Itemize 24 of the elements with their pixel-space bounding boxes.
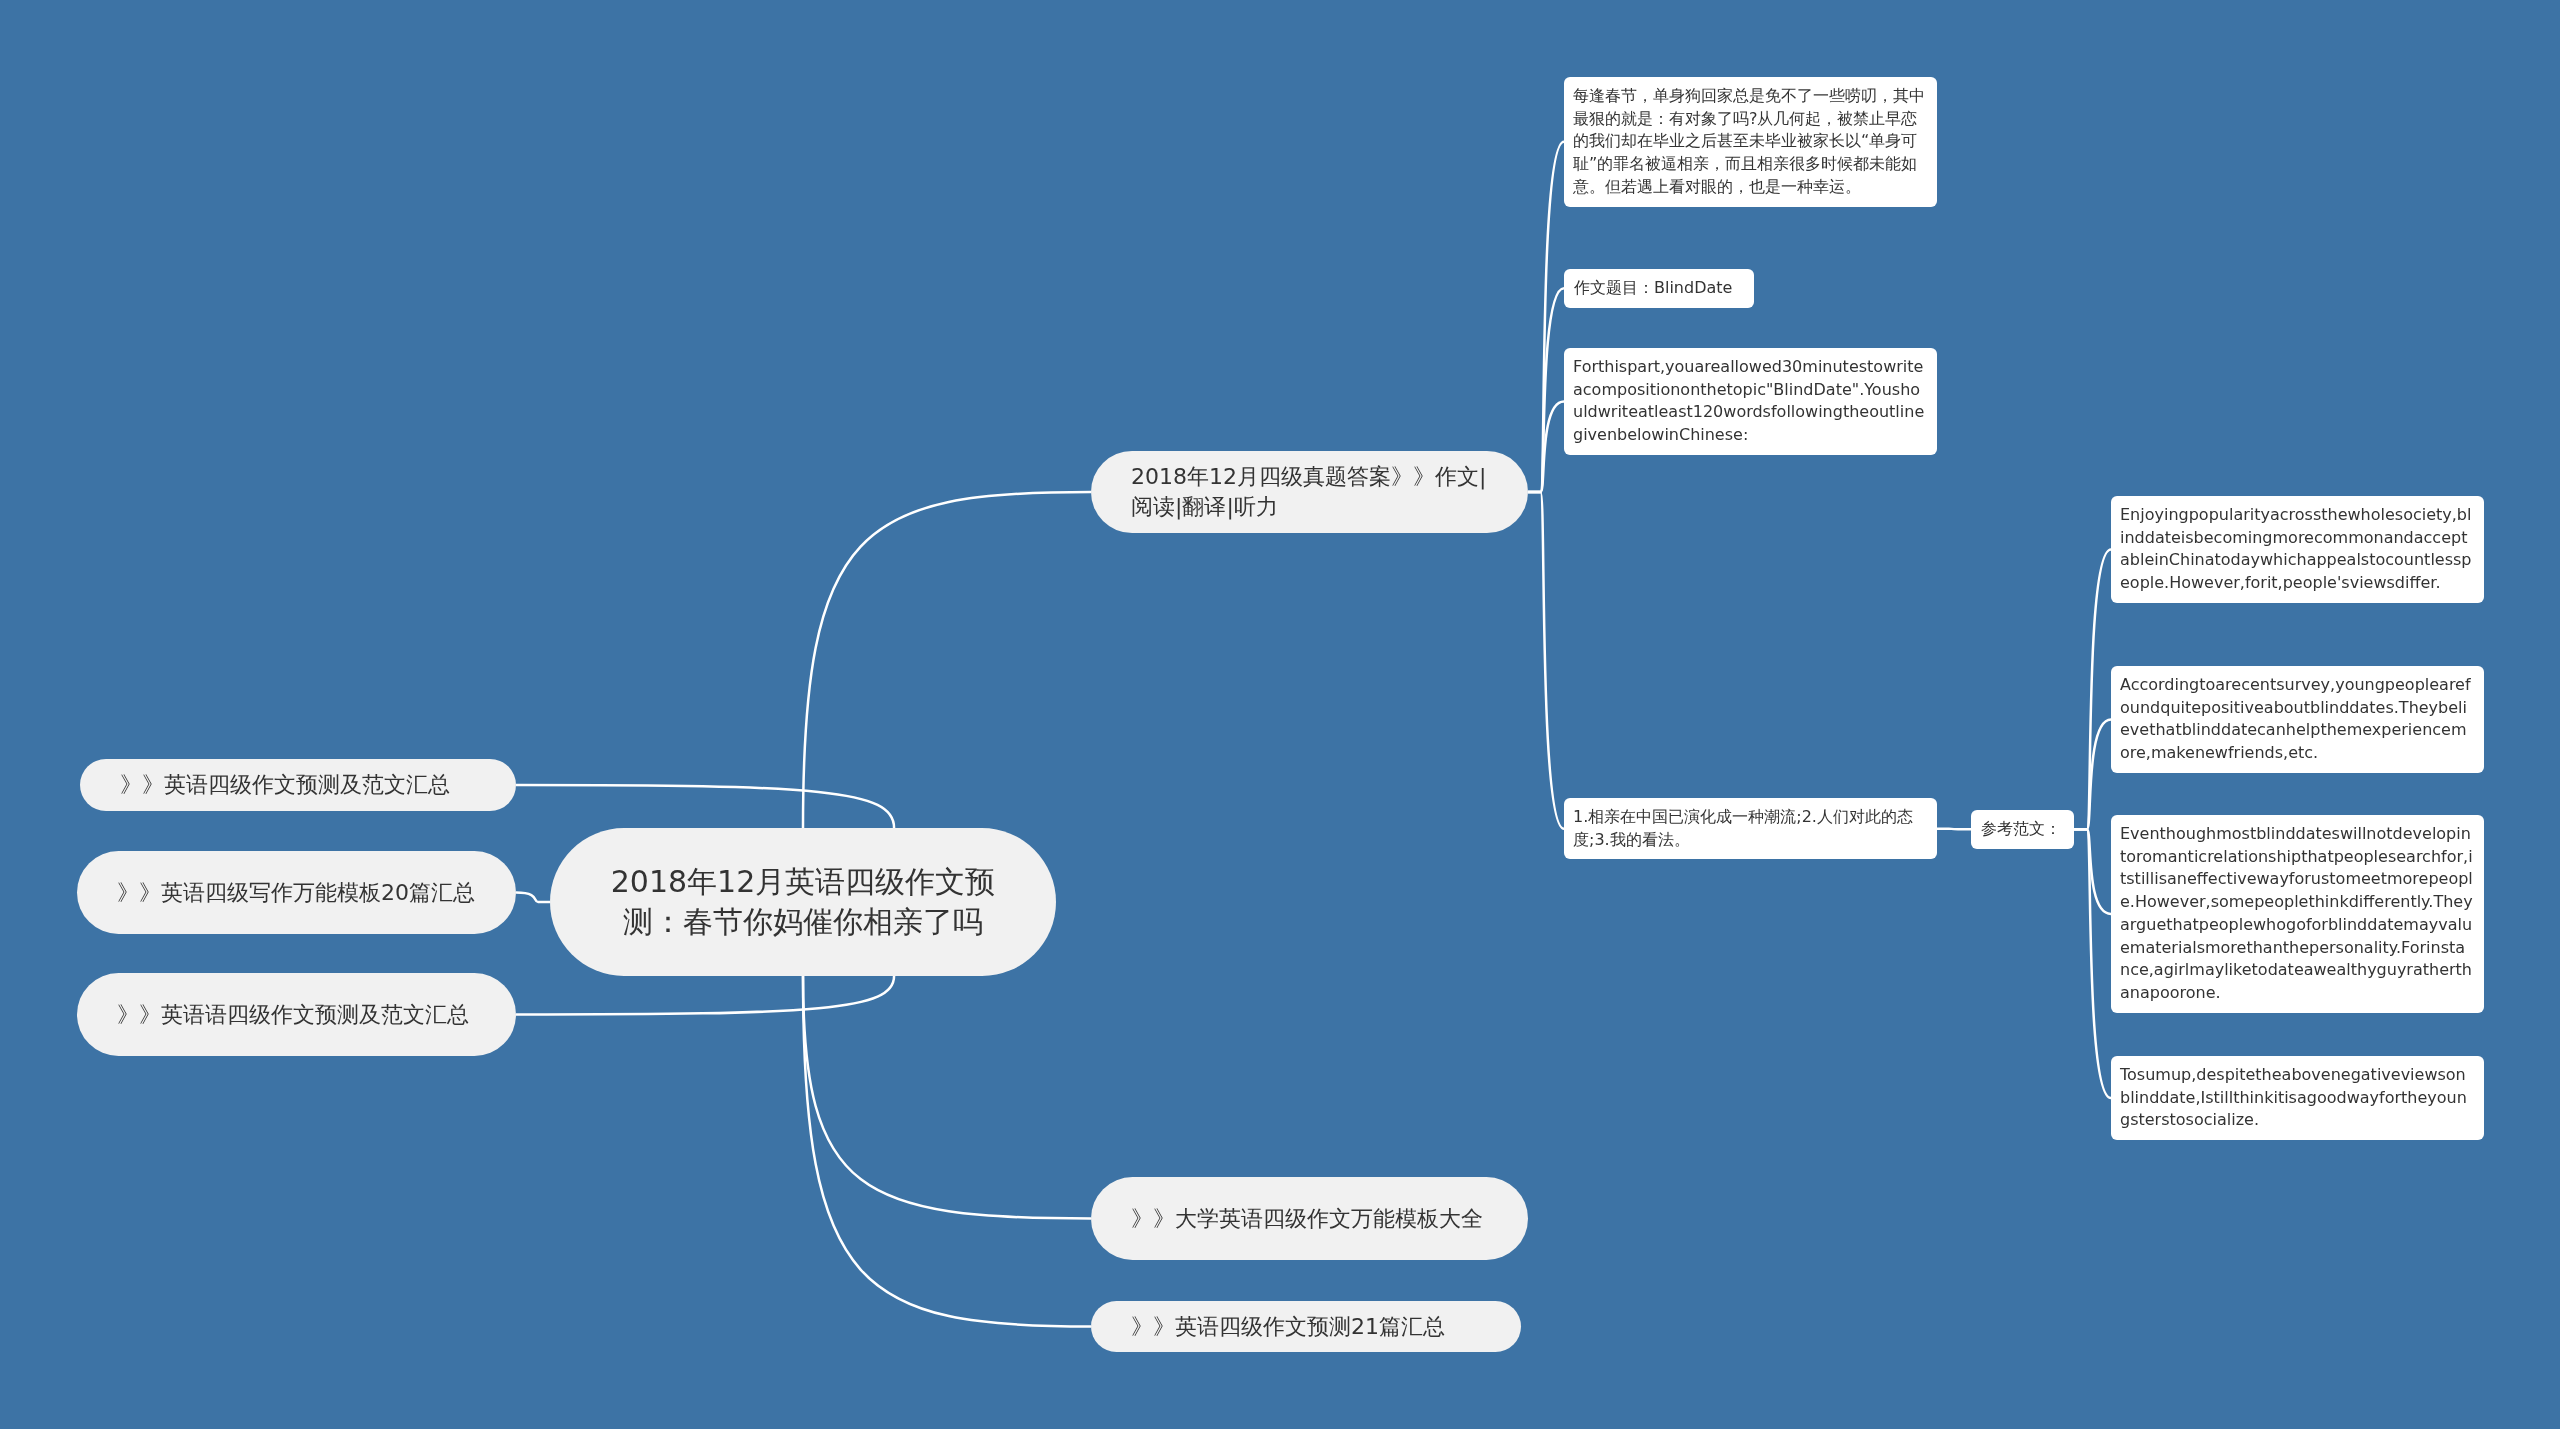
- connector-line: [1937, 827, 1971, 831]
- topic-pill: 》》英语四级写作万能模板20篇汇总: [77, 851, 516, 934]
- text-card: Tosumup,despitetheabovenegativeviewsonblinddate,Istillthinkitisagoodwayfortheyoungsterstosocialize.: [2111, 1056, 2484, 1141]
- connector-line: [801, 975, 1091, 1328]
- label-card: 参考范文：: [1971, 810, 2074, 849]
- text-card: 每逢春节，单身狗回家总是免不了一些唠叨，其中最狠的就是：有对象了吗?从几何起，被禁止早恋的我们却在毕业之后甚至未毕业被家长以“单身可耻”的罪名被逼相亲，而且相亲很多时候都未能如意。但若遇上看对眼的，也是一种幸运。: [1564, 77, 1937, 207]
- text-card: 1.相亲在中国已演化成一种潮流;2.人们对此的态度;3.我的看法。: [1564, 798, 1937, 860]
- connector-line: [516, 783, 896, 829]
- topic-pill: 》》英语四级作文预测21篇汇总: [1091, 1301, 1521, 1352]
- connector-line: [1528, 490, 1565, 830]
- text-card: Forthispart,youareallowed30minutestowriteacompositiononthetopic"BlindDate".Youshouldwriteatleast120wordsfollowingtheoutlinegivenbelowinChinese:: [1564, 348, 1937, 455]
- topic-pill: 》》英语语四级作文预测及范文汇总: [77, 973, 516, 1056]
- text-card: Eventhoughmostblinddateswillnotdevelopintoromanticrelationshipthatpeoplesearchfor,itstillisaneffectivewayforustomeetmorepeople.However,somepeoplethinkdifferently.Theyarguethatpeoplewhogoforblinddatemayvaluematerialsmorethanthepersonality.Forinstance,agirlmayliketodateawealthyguyratherthanapoorone.: [2111, 815, 2484, 1013]
- topic-pill: 2018年12月四级真题答案》》作文|阅读|翻译|听力: [1091, 451, 1528, 533]
- central-topic-node: 2018年12月英语四级作文预测：春节你妈催你相亲了吗: [550, 828, 1056, 976]
- connector-line: [2074, 828, 2112, 1099]
- connector-line: [516, 975, 896, 1016]
- text-card: Enjoyingpopularityacrossthewholesociety,blinddateisbecomingmorecommonandacceptableinChinatodaywhichappealstocountlesspeople.However,forit,people'sviewsdiffer.: [2111, 496, 2484, 603]
- topic-pill: 》》大学英语四级作文万能模板大全: [1091, 1177, 1528, 1260]
- text-card: Accordingtoarecentsurvey,youngpeoplearefoundquitepositiveaboutblinddates.Theybelievethatblinddatecanhelpthemexperiencemore,makenewfriends,etc.: [2111, 666, 2484, 773]
- connector-line: [515, 891, 550, 904]
- connector-line: [801, 490, 1091, 829]
- topic-pill: 》》英语四级作文预测及范文汇总: [80, 759, 516, 811]
- label-card: 作文题目：BlindDate: [1564, 269, 1754, 308]
